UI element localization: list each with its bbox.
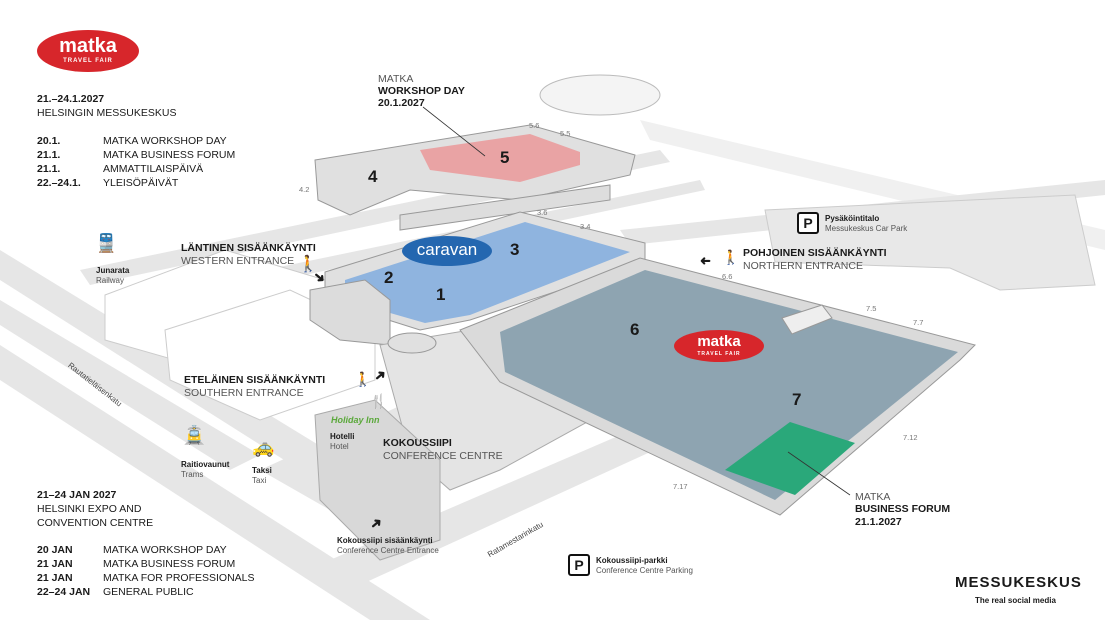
taxi-icon: 🚕 (252, 437, 275, 457)
north-entrance-en: NORTHERN ENTRANCE (743, 260, 863, 272)
trams-fi: Raitiovaunut (181, 460, 230, 469)
hall-7-label: 7 (792, 390, 802, 409)
hall-2-label: 2 (384, 268, 394, 287)
door-4-2: 4.2 (299, 185, 310, 194)
door-5-6: 5.6 (529, 121, 540, 130)
venue-fi: HELSINGIN MESSUKESKUS (37, 107, 177, 119)
tram-icon: 🚊 (183, 425, 206, 445)
car-park-building (764, 194, 1096, 291)
conference-entrance-en: Conference Centre Entrance (337, 546, 439, 555)
hotel-fi: Hotelli (330, 432, 355, 441)
messukeskus-logo: MESSUKESKUS (955, 574, 1082, 591)
walking-person-icon-south: 🚶 (354, 371, 372, 387)
west-entrance-fi: LÄNTINEN SISÄÄNKÄYNTI (181, 242, 316, 254)
hall-5-label: 5 (500, 148, 510, 167)
dates-fi: 21.–24.1.2027 (37, 93, 105, 105)
matka-logo[interactable]: matka TRAVEL FAIR (37, 30, 139, 72)
parking-icon: P (797, 212, 819, 234)
west-entrance-en: WESTERN ENTRANCE (181, 255, 295, 267)
taxi-en: Taxi (252, 476, 267, 485)
railway-fi: Junarata (96, 266, 130, 275)
forum-callout-l1: MATKA (855, 491, 891, 503)
hall-6-label: 6 (630, 320, 640, 339)
car-park-en: Messukeskus Car Park (825, 224, 908, 233)
door-3-6: 3.6 (537, 208, 548, 217)
block-78 (781, 304, 833, 335)
forum-callout-l3: 21.1.2027 (855, 516, 902, 528)
workshop-callout-line (422, 106, 486, 157)
hotel-building (314, 399, 441, 561)
venue-en-1: HELSINKI EXPO AND (37, 503, 142, 515)
conf-parking-fi: Kokoussiipi-parkki (596, 556, 668, 565)
brand-tagline: The real social media (975, 596, 1056, 605)
conf-parking-en: Conference Centre Parking (596, 566, 693, 575)
schedule-fi: 20.1.MATKA WORKSHOP DAY 21.1.MATKA BUSIN… (37, 135, 236, 189)
conference-entrance-fi: Kokoussiipi sisäänkäynti (337, 536, 433, 545)
corridor (399, 184, 611, 231)
door-6-6: 6.6 (722, 272, 733, 281)
conference-centre-en: CONFERENCE CENTRE (383, 450, 503, 462)
hall-matka-logo: matka TRAVEL FAIR (674, 330, 764, 362)
car-park-fi: Pysäköintitalo (825, 214, 880, 223)
workshop-callout-l1: MATKA (378, 73, 414, 85)
hotel-en: Hotel (330, 442, 349, 451)
arrow-left-icon: ➜ (700, 253, 711, 268)
north-entrance-fi: POHJOINEN SISÄÄNKÄYNTI (743, 247, 887, 259)
conference-centre-fi: KOKOUSSIIPI (383, 437, 452, 449)
hall-3-label: 3 (510, 240, 520, 259)
holiday-inn-logo: Holiday Inn (331, 415, 380, 425)
taxi-fi: Taksi (252, 466, 272, 475)
arena-building (539, 74, 661, 116)
walking-person-icon: 🚶 (298, 256, 318, 273)
parking-icon-conference: P (568, 554, 590, 576)
trams-en: Trams (181, 470, 204, 479)
south-entrance-en: SOUTHERN ENTRANCE (184, 387, 304, 399)
forum-callout-l2: BUSINESS FORUM (855, 503, 951, 515)
train-icon: 🚆 (95, 233, 118, 253)
business-forum-area (725, 422, 855, 495)
door-7-12: 7.12 (903, 433, 918, 442)
workshop-callout-l2: WORKSHOP DAY (378, 85, 465, 97)
door-7-7: 7.7 (913, 318, 924, 327)
workshop-callout-l3: 20.1.2027 (378, 97, 425, 109)
restaurant-icon: 🍴 (370, 393, 388, 409)
hall-1-label: 1 (436, 285, 446, 304)
door-7-5: 7.5 (866, 304, 877, 313)
caravan-logo: caravan (402, 236, 492, 266)
walking-person-icon-north: 🚶 (722, 249, 740, 265)
door-7-17: 7.17 (673, 482, 688, 491)
door-5-5: 5.5 (560, 129, 571, 138)
south-entrance-fi: ETELÄINEN SISÄÄNKÄYNTI (184, 374, 326, 386)
door-3-4: 3.4 (580, 222, 591, 231)
dates-en: 21–24 JAN 2027 (37, 489, 117, 501)
rotunda (387, 332, 437, 354)
hall-4-label: 4 (368, 167, 378, 186)
forum-callout-line (787, 451, 851, 496)
railway-en: Railway (96, 276, 125, 285)
venue-en-2: CONVENTION CENTRE (37, 517, 154, 529)
hall-5-floor (420, 134, 580, 182)
halls-1-3-floor (345, 222, 630, 323)
